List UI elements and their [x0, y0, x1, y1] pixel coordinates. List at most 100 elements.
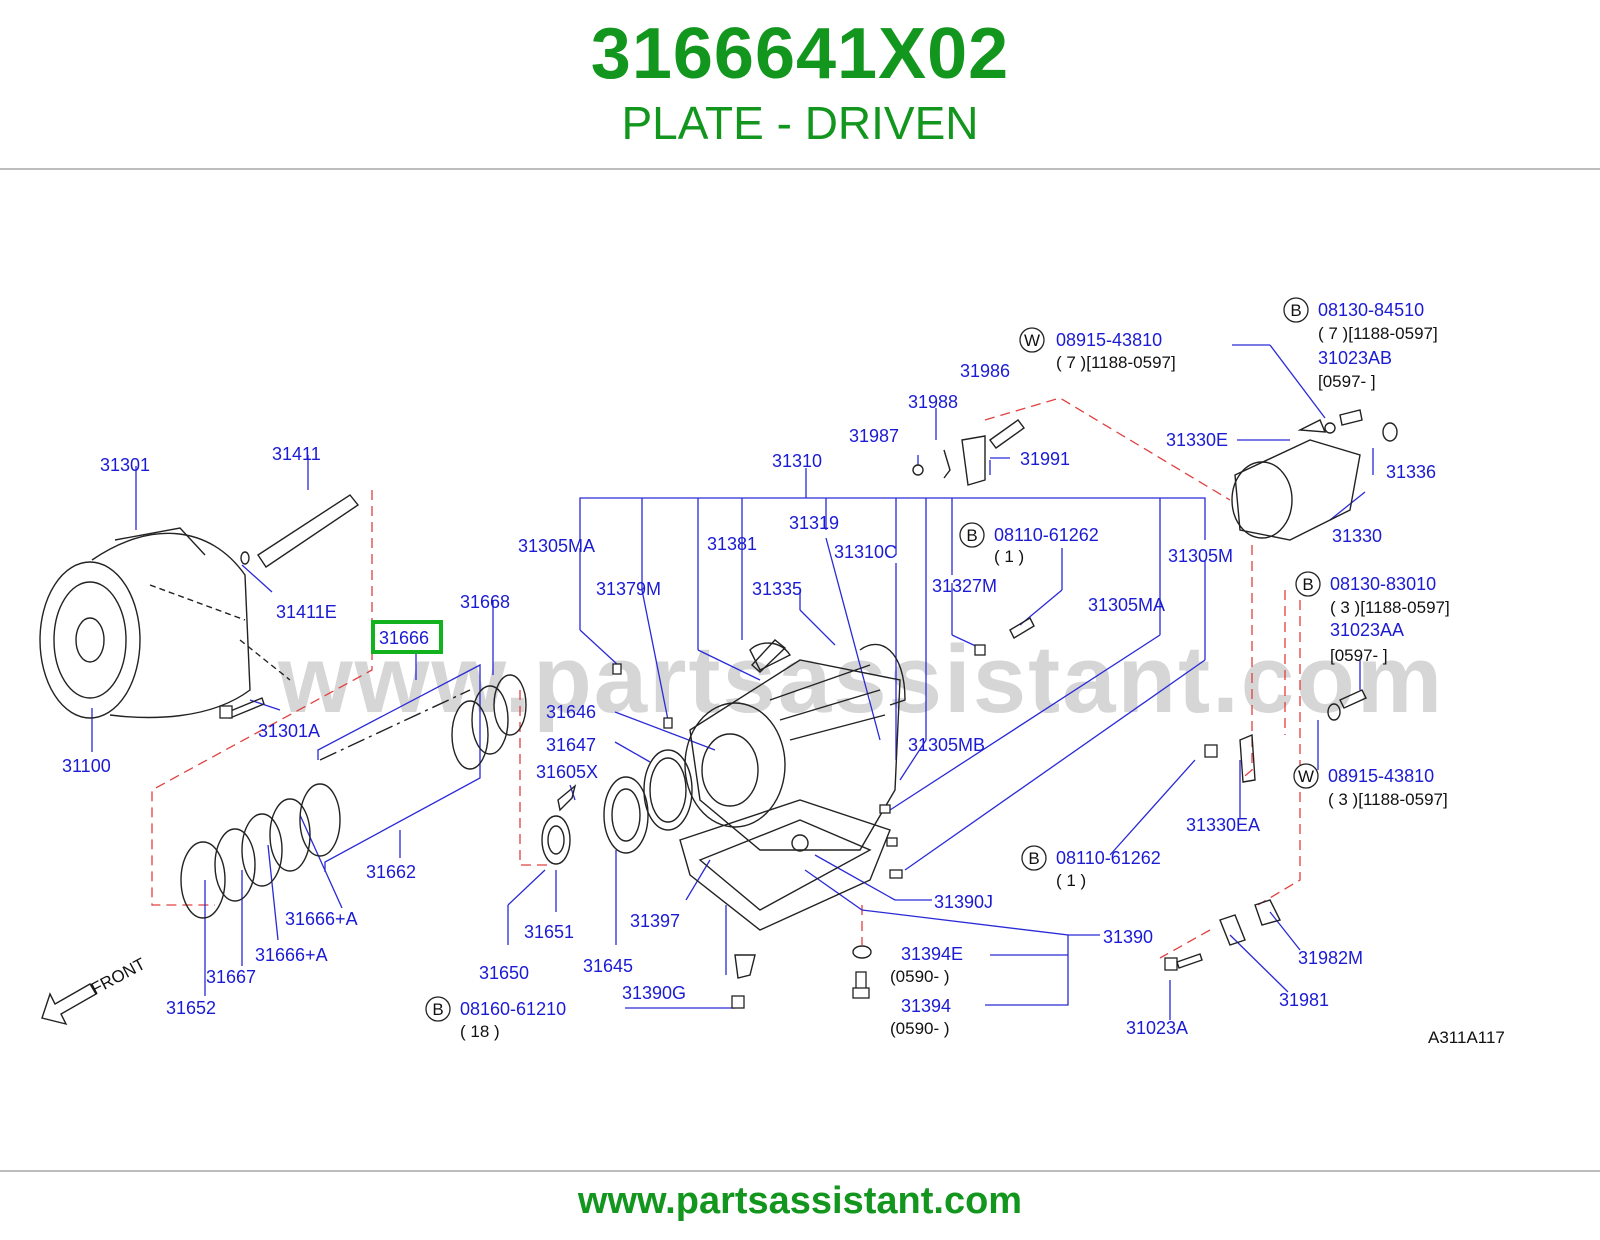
fastener-b5[interactable]: B 08160-61210 ( 18 ) — [425, 996, 566, 1041]
part-small-fittings — [612, 617, 1035, 879]
callout-31651[interactable]: 31651 — [524, 922, 574, 942]
fastener-qty: ( 1 ) — [994, 547, 1024, 566]
drawing-code: A311A117 — [1428, 1028, 1505, 1047]
callout-31305MA-1[interactable]: 31305MA — [518, 536, 595, 556]
callout-31319[interactable]: 31319 — [789, 513, 839, 533]
callout-31646[interactable]: 31646 — [546, 702, 596, 722]
fastener-range: [0597- ] — [1330, 646, 1388, 665]
callout-31645[interactable]: 31645 — [583, 956, 633, 976]
callout-31987[interactable]: 31987 — [849, 426, 899, 446]
callout-31394[interactable]: 31394 — [901, 996, 951, 1016]
callout-31310C[interactable]: 31310C — [834, 542, 897, 562]
watermark-text: www.partsassistant.com — [277, 626, 1444, 733]
callout-31988[interactable]: 31988 — [908, 392, 958, 412]
part-input-shaft — [240, 494, 360, 568]
callout-31330[interactable]: 31330 — [1332, 526, 1382, 546]
callout-31023A[interactable]: 31023A — [1126, 1018, 1188, 1038]
callout-31667[interactable]: 31667 — [206, 967, 256, 987]
callout-31379M[interactable]: 31379M — [596, 579, 661, 599]
fastener-qty: ( 3 )[1188-0597] — [1328, 790, 1448, 809]
part-torque-converter-housing — [39, 527, 291, 719]
callout-31981[interactable]: 31981 — [1279, 990, 1329, 1010]
callout-labels: 31301 31411 31411E 31100 31301A 31668 31… — [62, 348, 1436, 1038]
fastener-w1[interactable]: W 08915-43810 ( 7 )[1188-0597] — [1019, 327, 1176, 372]
callout-31330EA[interactable]: 31330EA — [1186, 815, 1260, 835]
badge-circle — [1019, 327, 1045, 353]
part-pan-bolts — [731, 945, 872, 1009]
fastener-code[interactable]: 08915-43810 — [1328, 766, 1434, 786]
callout-31310[interactable]: 31310 — [772, 451, 822, 471]
part-seal-and-bearing — [541, 749, 693, 865]
badge-circle — [959, 522, 985, 548]
callout-31390G[interactable]: 31390G — [622, 983, 686, 1003]
part-rear-brackets — [1164, 689, 1367, 971]
callout-31390J[interactable]: 31390J — [934, 892, 993, 912]
callout-31666-a-2[interactable]: 31666+A — [255, 945, 328, 965]
footer-url-link[interactable]: www.partsassistant.com — [577, 1180, 1023, 1222]
callout-31301[interactable]: 31301 — [100, 455, 150, 475]
callout-31394E[interactable]: 31394E — [901, 944, 963, 964]
callout-31327M[interactable]: 31327M — [932, 576, 997, 596]
fastener-b2[interactable]: B 08110-61262 ( 1 ) — [959, 522, 1099, 566]
fastener-code[interactable]: 08915-43810 — [1056, 330, 1162, 350]
fastener-b1[interactable]: B 08130-84510 ( 7 )[1188-0597] [0597- ] — [1283, 297, 1438, 391]
callout-31335[interactable]: 31335 — [752, 579, 802, 599]
alignment-lines — [151, 397, 1301, 959]
badge-letter: B — [432, 1000, 443, 1019]
callout-31605X[interactable]: 31605X — [536, 762, 598, 782]
callout-31305MA-2[interactable]: 31305MA — [1088, 595, 1165, 615]
fastener-b4[interactable]: B 08110-61262 ( 1 ) — [1021, 845, 1161, 890]
callout-31668[interactable]: 31668 — [460, 592, 510, 612]
part-oil-pan — [679, 799, 891, 931]
callout-31397[interactable]: 31397 — [630, 911, 680, 931]
badge-letter: W — [1298, 767, 1314, 786]
callout-31023AA[interactable]: 31023AA — [1330, 620, 1404, 640]
callout-31666-a-1[interactable]: 31666+A — [285, 909, 358, 929]
fastener-qty: ( 7 )[1188-0597] — [1318, 324, 1438, 343]
fastener-code[interactable]: 08110-61262 — [1056, 848, 1161, 868]
badge-letter: W — [1024, 331, 1040, 350]
part-bolt-31301A — [219, 697, 265, 719]
callout-31390[interactable]: 31390 — [1103, 927, 1153, 947]
fastener-w2[interactable]: W 08915-43810 ( 3 )[1188-0597] — [1293, 763, 1448, 809]
callout-31100[interactable]: 31100 — [62, 756, 111, 776]
footer-divider — [0, 1170, 1600, 1172]
callout-31647[interactable]: 31647 — [546, 735, 596, 755]
callout-31301A[interactable]: 31301A — [258, 721, 320, 741]
callout-31330E[interactable]: 31330E — [1166, 430, 1228, 450]
callout-31986[interactable]: 31986 — [960, 361, 1010, 381]
part-shift-linkage — [912, 419, 1025, 486]
badge-letter: B — [1302, 575, 1313, 594]
badge-circle — [425, 996, 451, 1022]
callout-31982M[interactable]: 31982M — [1298, 948, 1363, 968]
callout-31411[interactable]: 31411 — [272, 444, 321, 464]
callout-31652[interactable]: 31652 — [166, 998, 216, 1018]
badge-circle — [1283, 297, 1309, 323]
fastener-qty: ( 18 ) — [460, 1022, 500, 1041]
callout-31381[interactable]: 31381 — [707, 534, 757, 554]
callout-31023AB[interactable]: 31023AB — [1318, 348, 1392, 368]
fastener-b3[interactable]: B 08130-83010 ( 3 )[1188-0597] [0597- ] — [1295, 571, 1450, 665]
callout-31666[interactable]: 31666 — [379, 628, 429, 648]
callout-31411E[interactable]: 31411E — [276, 602, 337, 622]
callout-31305MB[interactable]: 31305MB — [908, 735, 985, 755]
fastener-qty: ( 3 )[1188-0597] — [1330, 598, 1450, 617]
fastener-code[interactable]: 08110-61262 — [994, 525, 1099, 545]
part-extension-housing — [1231, 409, 1398, 541]
callout-31650[interactable]: 31650 — [479, 963, 529, 983]
fastener-code[interactable]: 08130-84510 — [1318, 300, 1424, 320]
callout-31662[interactable]: 31662 — [366, 862, 416, 882]
highlighted-callout-box[interactable] — [371, 620, 443, 654]
front-label: FRONT — [88, 954, 149, 998]
fastener-code[interactable]: 08160-61210 — [460, 999, 566, 1019]
range-31394: (0590- ) — [890, 1019, 950, 1038]
front-direction-arrow: FRONT — [41, 954, 149, 1026]
callout-31991[interactable]: 31991 — [1020, 449, 1070, 469]
fastener-code[interactable]: 08130-83010 — [1330, 574, 1436, 594]
badge-circle — [1293, 763, 1319, 789]
callout-31336[interactable]: 31336 — [1386, 462, 1436, 482]
fastener-qty: ( 1 ) — [1056, 871, 1086, 890]
callout-31305M[interactable]: 31305M — [1168, 546, 1233, 566]
part-number-title: 3166641X02 — [590, 14, 1010, 94]
